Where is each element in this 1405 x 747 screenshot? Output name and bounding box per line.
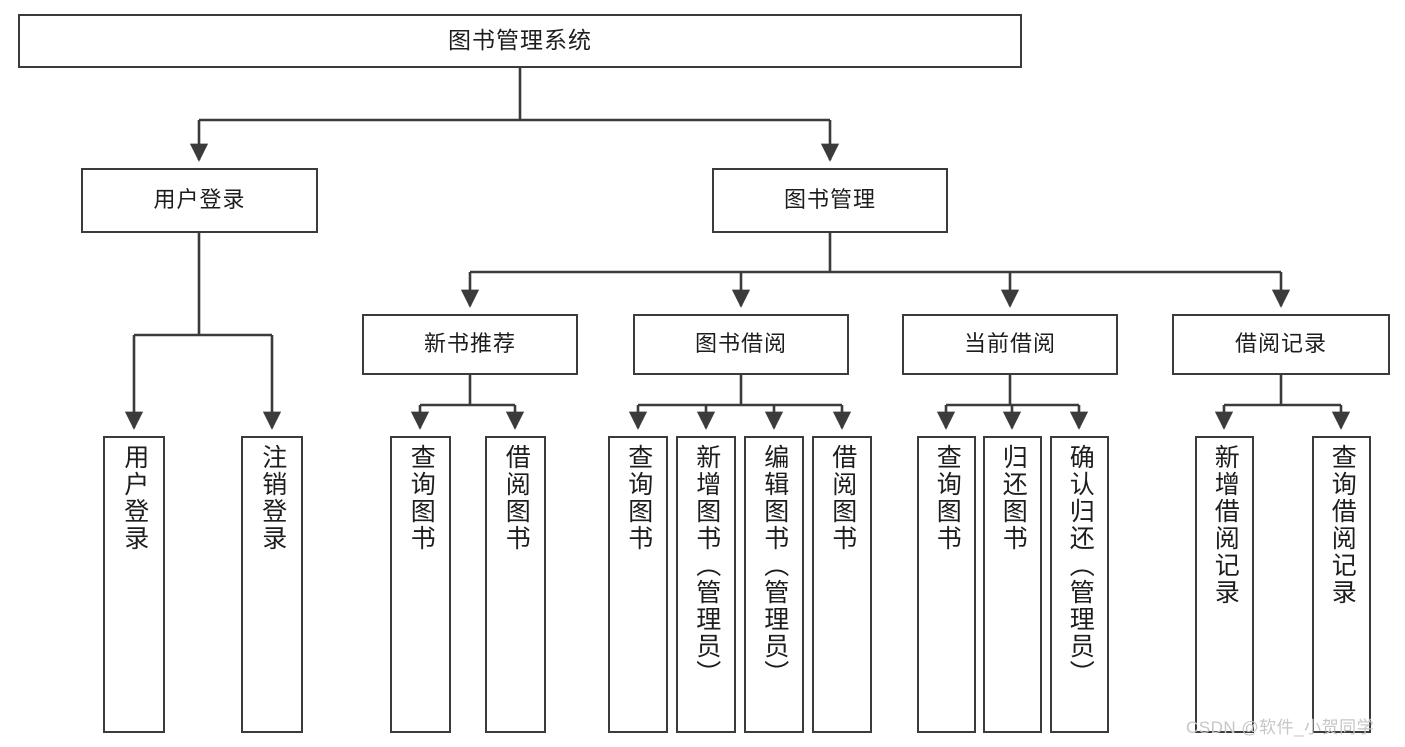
leaf-edit-book[interactable]: 编辑图书（管理员） — [744, 436, 804, 733]
node-new-book-recommend[interactable]: 新书推荐 — [362, 314, 578, 375]
node-root-system[interactable]: 图书管理系统 — [18, 14, 1022, 68]
leaf-borrow-book-2[interactable]: 借阅图书 — [812, 436, 872, 733]
node-label: 用户登录 — [120, 444, 149, 552]
node-label: 图书管理 — [783, 187, 876, 213]
node-label: 新增借阅记录 — [1211, 444, 1240, 606]
node-book-borrow[interactable]: 图书借阅 — [633, 314, 849, 375]
leaf-add-book[interactable]: 新增图书（管理员） — [676, 436, 736, 733]
node-user-login[interactable]: 用户登录 — [81, 168, 318, 233]
leaf-logout[interactable]: 注销登录 — [241, 436, 303, 733]
node-current-borrow[interactable]: 当前借阅 — [902, 314, 1118, 375]
node-label: 编辑图书（管理员） — [760, 444, 789, 687]
node-label: 新书推荐 — [423, 331, 516, 357]
node-book-manage[interactable]: 图书管理 — [712, 168, 948, 233]
leaf-query-book-3[interactable]: 查询图书 — [917, 436, 976, 733]
node-label: 图书管理系统 — [448, 27, 592, 54]
node-label: 借阅图书 — [502, 444, 531, 552]
node-borrow-record[interactable]: 借阅记录 — [1172, 314, 1390, 375]
leaf-query-record[interactable]: 查询借阅记录 — [1312, 436, 1371, 733]
leaf-query-book-1[interactable]: 查询图书 — [390, 436, 451, 733]
leaf-add-record[interactable]: 新增借阅记录 — [1195, 436, 1254, 733]
leaf-return-book[interactable]: 归还图书 — [983, 436, 1042, 733]
watermark-text: CSDN @软件_小贺同学 — [1186, 718, 1375, 737]
node-label: 借阅记录 — [1234, 331, 1327, 357]
node-label: 新增图书（管理员） — [692, 444, 721, 687]
node-label: 归还图书 — [999, 444, 1028, 552]
node-label: 当前借阅 — [963, 331, 1056, 357]
node-label: 注销登录 — [258, 444, 287, 552]
node-label: 用户登录 — [153, 187, 246, 213]
leaf-user-login[interactable]: 用户登录 — [103, 436, 165, 733]
node-label: 查询图书 — [624, 444, 653, 552]
node-label: 查询图书 — [407, 444, 436, 552]
node-label: 查询图书 — [933, 444, 962, 552]
leaf-confirm-return[interactable]: 确认归还（管理员） — [1050, 436, 1109, 733]
node-label: 借阅图书 — [828, 444, 857, 552]
node-label: 确认归还（管理员） — [1066, 444, 1095, 687]
leaf-query-book-2[interactable]: 查询图书 — [608, 436, 668, 733]
node-label: 图书借阅 — [694, 331, 787, 357]
node-label: 查询借阅记录 — [1328, 444, 1357, 606]
leaf-borrow-book-1[interactable]: 借阅图书 — [485, 436, 546, 733]
